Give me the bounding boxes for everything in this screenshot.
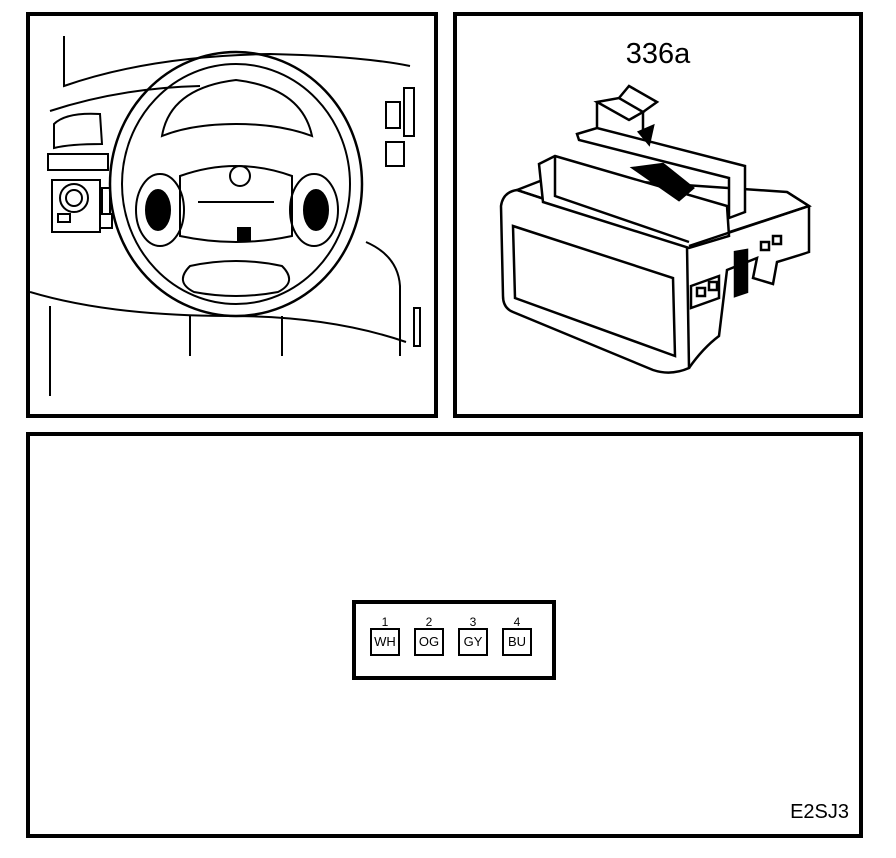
pin-2: 2 OG bbox=[414, 616, 444, 656]
component-id-label: 336a bbox=[625, 38, 691, 70]
pin-1: 1 WH bbox=[370, 616, 400, 656]
pin-number: 3 bbox=[469, 615, 477, 629]
connector-illustration bbox=[499, 84, 812, 374]
dashboard-illustration bbox=[30, 36, 421, 396]
location-panel bbox=[26, 12, 438, 418]
connector-pinout: 1 WH 2 OG 3 GY 4 BU bbox=[352, 600, 556, 680]
pin-wire-color: BU bbox=[502, 628, 532, 656]
pin-number: 1 bbox=[381, 615, 389, 629]
pin-4: 4 BU bbox=[502, 616, 532, 656]
pin-wire-color: WH bbox=[370, 628, 400, 656]
pin-wire-color: OG bbox=[414, 628, 444, 656]
diagram-code: E2SJ3 bbox=[790, 801, 849, 823]
pin-3: 3 GY bbox=[458, 616, 488, 656]
component-panel: 336a bbox=[453, 12, 863, 418]
pin-wire-color: GY bbox=[458, 628, 488, 656]
pinout-panel: 1 WH 2 OG 3 GY 4 BU E2SJ3 bbox=[26, 432, 863, 838]
pin-number: 2 bbox=[425, 615, 433, 629]
pin-number: 4 bbox=[513, 615, 521, 629]
